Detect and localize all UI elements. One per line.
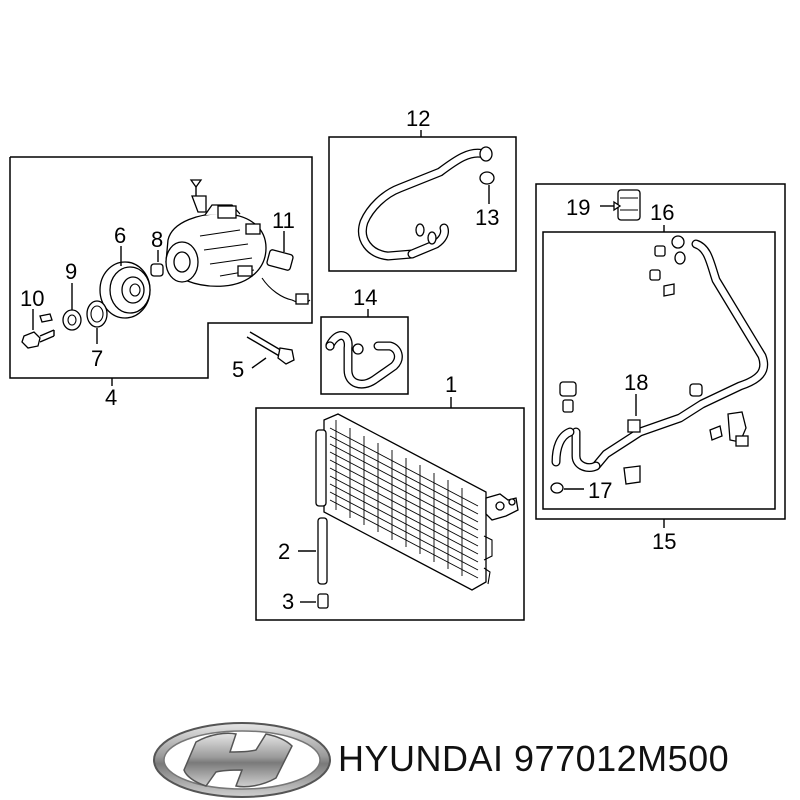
callout-19: 19 [566,195,590,220]
callout-9: 9 [65,259,77,284]
callout-12: 12 [406,106,430,131]
callout-18: 18 [624,370,648,395]
callout-8: 8 [151,227,163,252]
expansion-valve [617,189,641,221]
callout-11: 11 [272,208,295,233]
bolt-10 [21,313,55,349]
callout-14: 14 [353,285,377,310]
receiver-drier [317,517,328,585]
callout-15: 15 [652,529,676,554]
compressor-body [165,179,267,287]
callout-13: 13 [475,205,499,230]
callout-17: 17 [588,478,612,503]
compressor-group-box [9,156,313,379]
o-ring-13 [479,171,495,185]
brand-part-number: HYUNDAI 977012M500 [338,738,730,779]
hyundai-logo-icon [153,722,331,798]
callout-6: 6 [114,223,126,248]
callout-5: 5 [232,357,244,382]
discharge-hose-group [320,309,409,395]
callout-2: 2 [278,539,290,564]
suction-hose-group [328,130,517,272]
discharge-hose-box [320,316,409,395]
pressure-sensor [261,249,311,305]
shim [86,300,108,328]
suction-hose-box [328,136,517,272]
condenser-fins [329,420,479,579]
callout-1: 1 [445,372,457,397]
condenser-group [255,397,525,621]
clutch-pulley [99,261,151,319]
bolt-5 [246,331,295,365]
callout-10: 10 [20,286,44,311]
drier-plug [317,593,329,609]
clutch-hub [62,309,82,331]
liquid-line-group [535,183,786,528]
o-ring-17 [550,482,564,494]
callout-7: 7 [91,346,103,371]
liquid-line-outer-box [535,183,786,520]
callout-16: 16 [650,200,674,225]
callout-4: 4 [105,385,117,410]
cap-part [150,263,164,277]
callout-3: 3 [282,589,294,614]
callout-labels: 1 2 3 4 5 6 7 8 9 10 11 12 13 14 15 16 1… [20,106,676,614]
compressor-group [9,156,313,386]
condenser-box [255,407,525,621]
liquid-line-inner-box [542,231,776,510]
